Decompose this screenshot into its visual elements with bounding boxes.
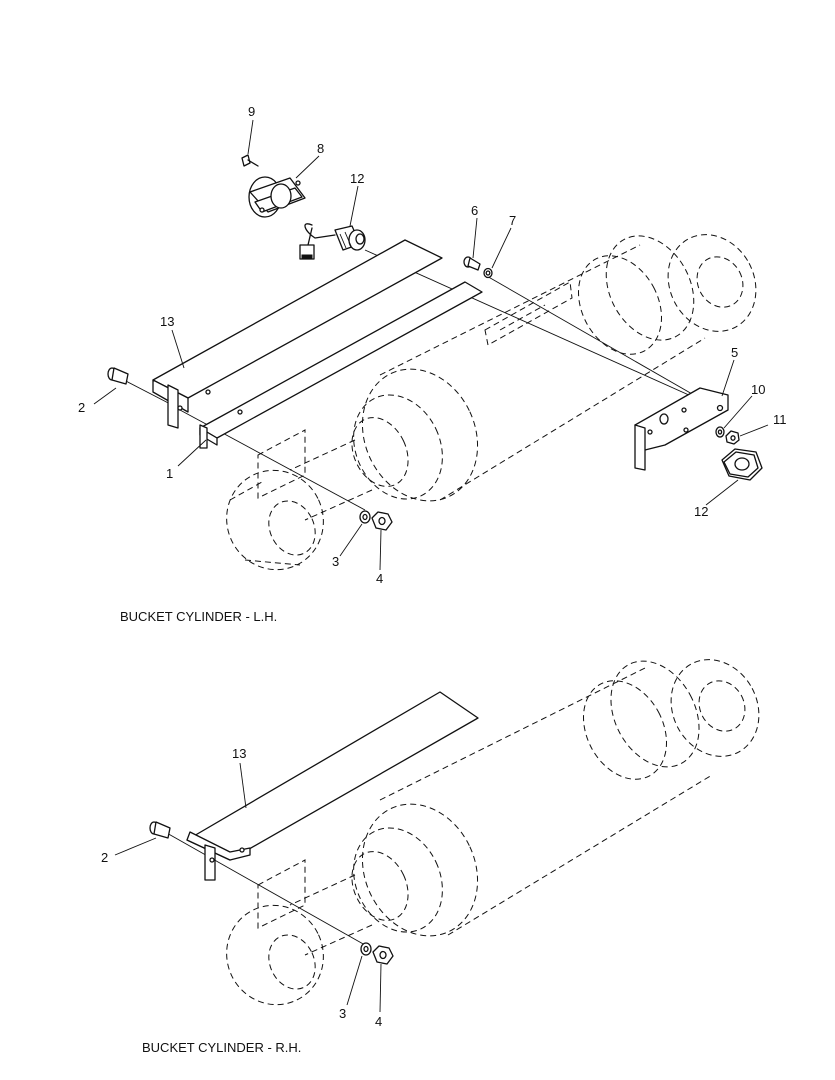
rh-callouts: 13 2 3 4 xyxy=(101,746,382,1029)
callout-2: 2 xyxy=(78,400,85,415)
callout-12-sensor: 12 xyxy=(350,171,364,186)
lh-part-3-washer xyxy=(359,510,371,524)
rh-part-2-bolt xyxy=(149,821,171,839)
rh-assembly: 13 2 3 4 BUCKET CYLINDER - R.H. xyxy=(101,659,760,1055)
rh-leaders xyxy=(114,762,382,1013)
lh-part-9-screw xyxy=(241,154,259,167)
lh-part-11-nut xyxy=(725,430,740,445)
rh-part-4-nut xyxy=(372,945,394,965)
callout-4: 4 xyxy=(376,571,383,586)
lh-part-7-washer xyxy=(483,267,493,279)
callout-6: 6 xyxy=(471,203,478,218)
callout-10: 10 xyxy=(751,382,765,397)
lh-part-8-flange xyxy=(248,176,306,218)
lh-leaders xyxy=(93,119,769,571)
rh-part-13-cover xyxy=(186,691,479,881)
callout-4: 4 xyxy=(375,1014,382,1029)
callout-1: 1 xyxy=(166,466,173,481)
lh-caption: BUCKET CYLINDER - L.H. xyxy=(120,609,277,624)
callout-5: 5 xyxy=(731,345,738,360)
callout-13: 13 xyxy=(160,314,174,329)
rh-caption: BUCKET CYLINDER - R.H. xyxy=(142,1040,301,1055)
lh-part-10-washer xyxy=(715,426,725,438)
callout-3: 3 xyxy=(332,554,339,569)
callout-3: 3 xyxy=(339,1006,346,1021)
lh-assembly: 9 8 12 6 7 13 2 1 5 10 11 12 3 4 BUCKET … xyxy=(78,104,787,624)
lh-part-13-cover xyxy=(152,239,443,429)
rh-part-3-washer xyxy=(360,942,372,956)
lh-callouts: 9 8 12 6 7 13 2 1 5 10 11 12 3 4 xyxy=(78,104,787,586)
callout-9: 9 xyxy=(248,104,255,119)
lh-cylinder-phantom xyxy=(226,234,757,571)
callout-7: 7 xyxy=(509,213,516,228)
lh-part-2-bolt xyxy=(107,367,129,385)
callout-2: 2 xyxy=(101,850,108,865)
lh-part-12-sensor xyxy=(299,223,366,260)
lh-part-12-large-nut xyxy=(721,448,763,481)
lh-part-4-nut xyxy=(371,511,393,531)
lh-part-6-bolt xyxy=(463,256,481,271)
callout-12-nut: 12 xyxy=(694,504,708,519)
rh-alignment-lines xyxy=(164,831,366,946)
callout-11: 11 xyxy=(773,412,787,427)
callout-13: 13 xyxy=(232,746,246,761)
rh-cylinder-phantom xyxy=(226,659,760,1006)
callout-8: 8 xyxy=(317,141,324,156)
lh-part-1-strip xyxy=(199,281,483,449)
lh-part-5-bracket xyxy=(634,387,729,471)
